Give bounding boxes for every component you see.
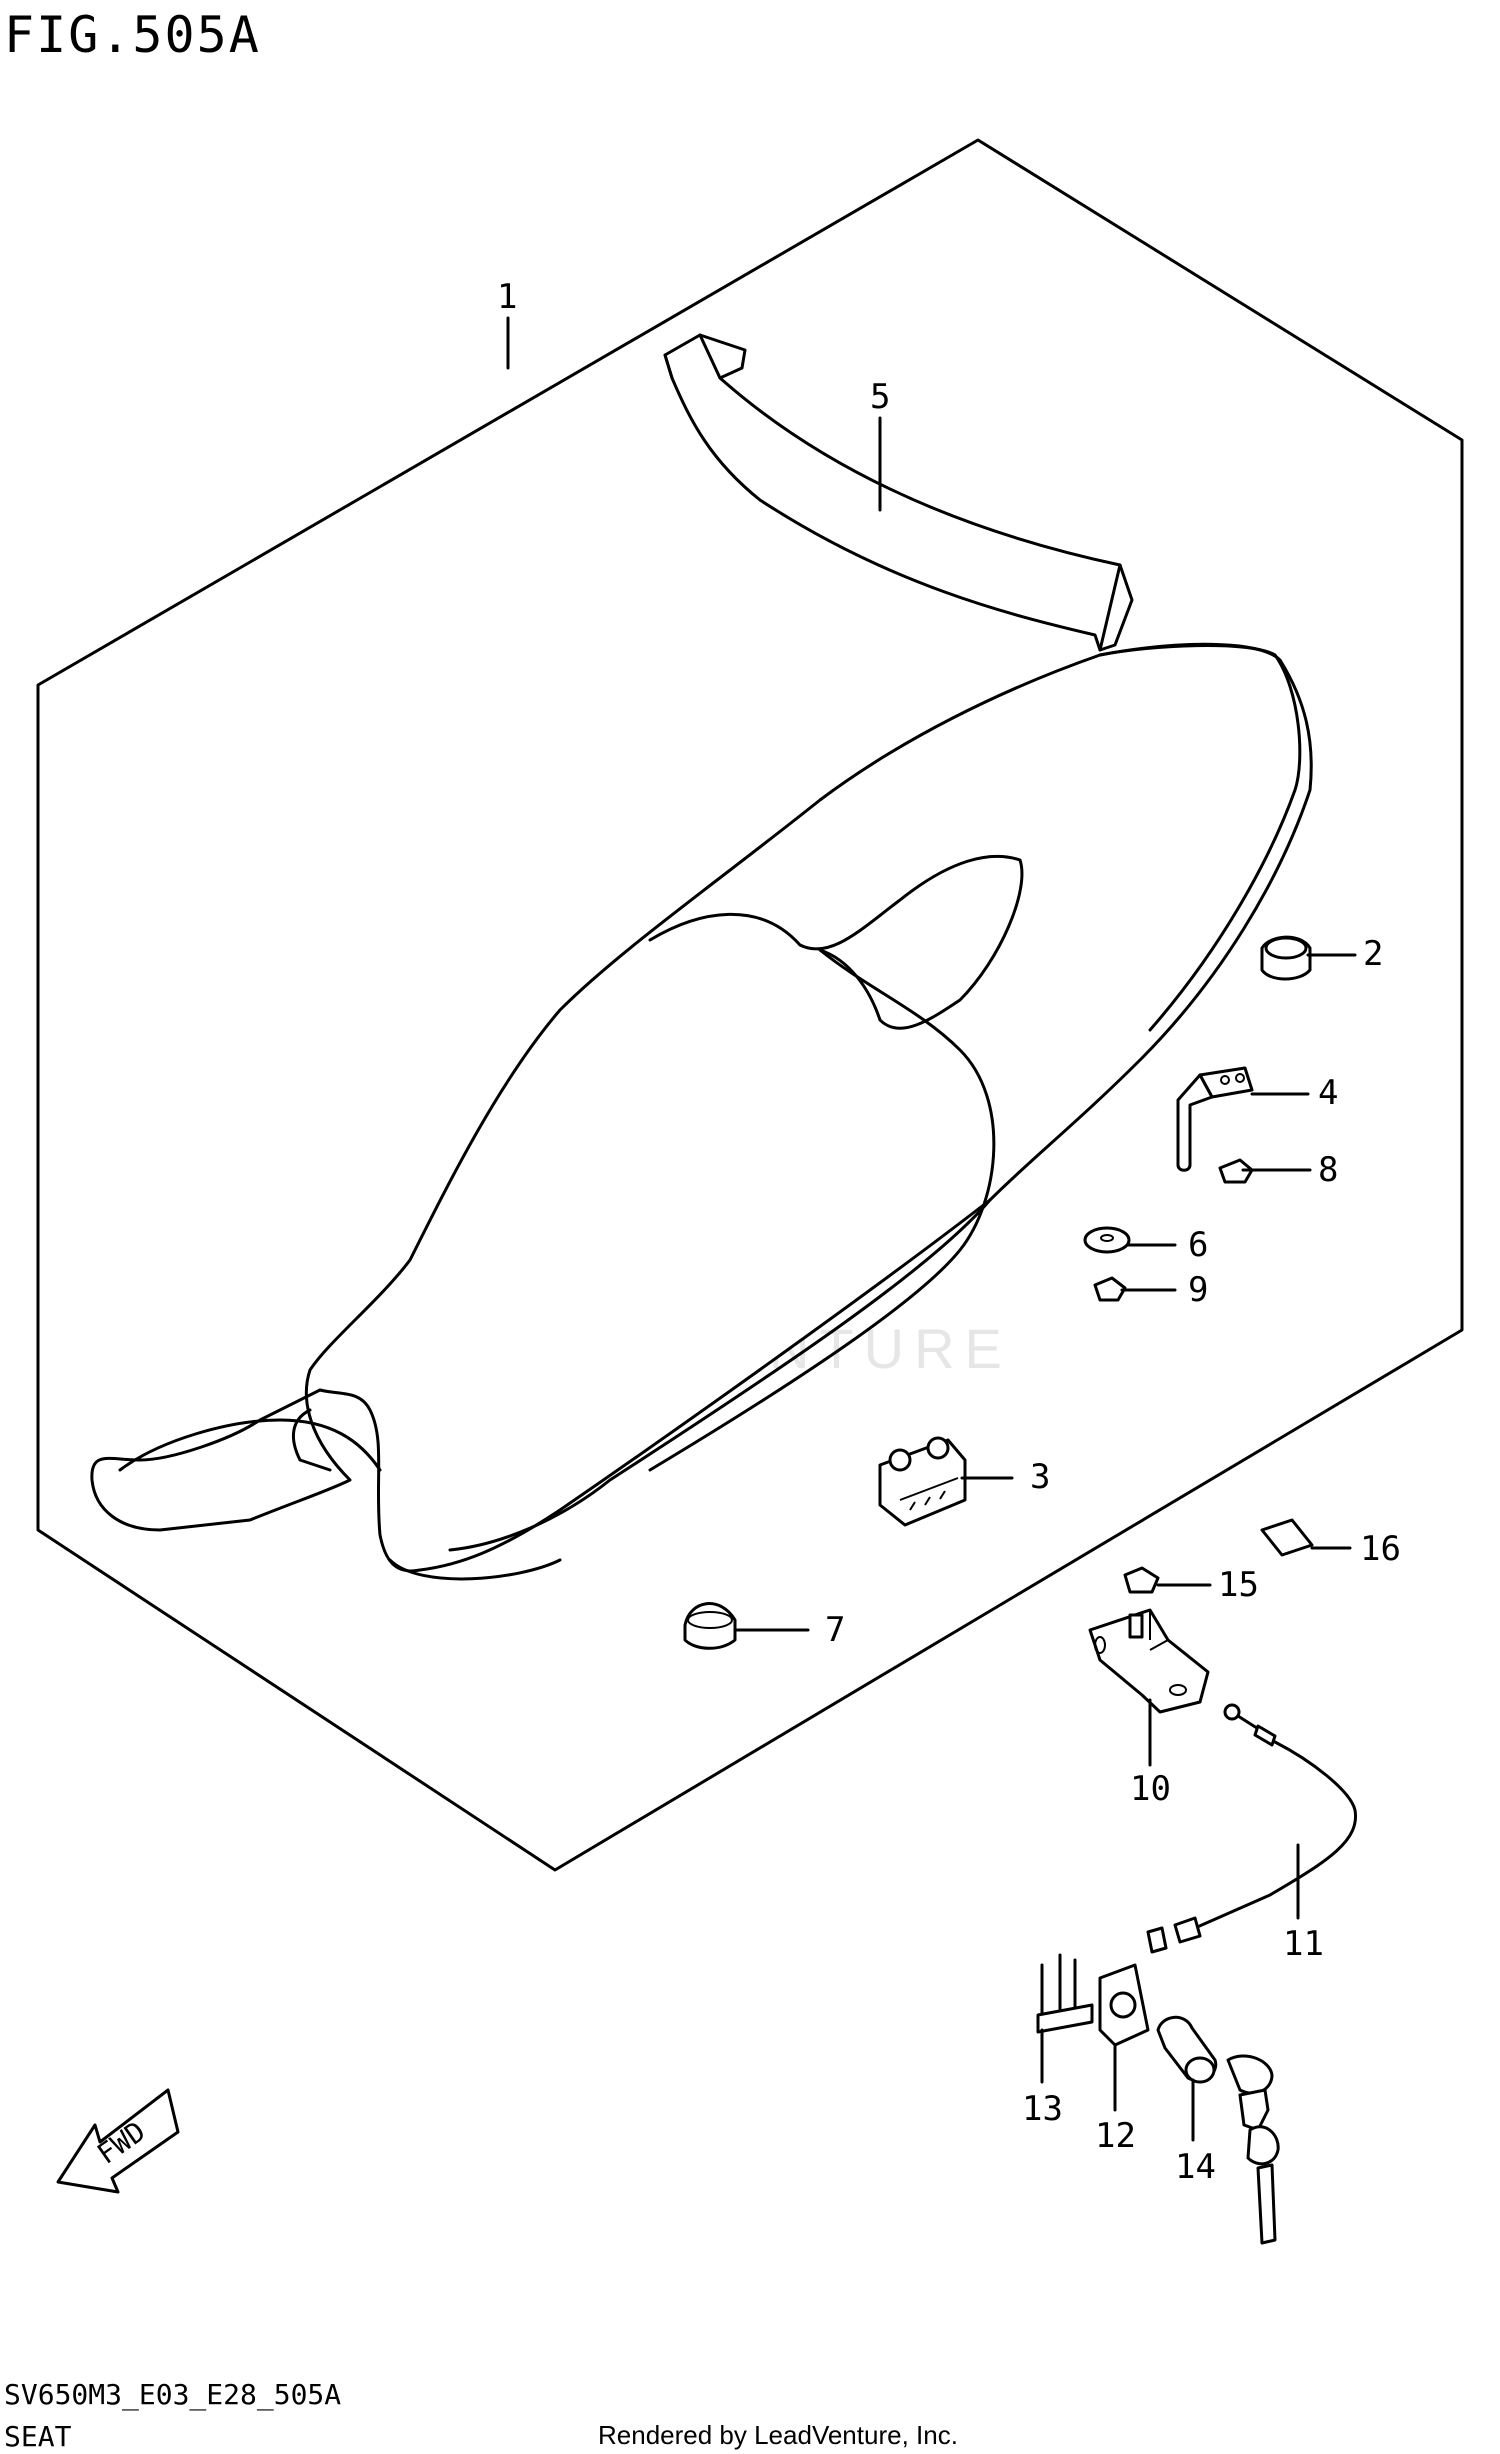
bracket-part [1176, 1066, 1254, 1172]
callout-2: 2 [1363, 934, 1383, 974]
seat-part [90, 642, 1313, 1581]
callout-9: 9 [1188, 1270, 1208, 1310]
callout-16: 16 [1360, 1529, 1401, 1569]
callout-14: 14 [1175, 2147, 1216, 2187]
label-16-part [1260, 1518, 1314, 1557]
cushion-7-part [683, 1602, 737, 1650]
callout-4: 4 [1318, 1073, 1338, 1113]
seat-strap-part [663, 333, 1134, 652]
callout-15: 15 [1218, 1565, 1259, 1605]
nut-8-part [1218, 1158, 1254, 1184]
assembly-frame-outline [36, 138, 1464, 1872]
callout-6: 6 [1188, 1225, 1208, 1265]
clip-13-part [1036, 1953, 1094, 2034]
callout-12: 12 [1095, 2116, 1136, 2156]
callout-13: 13 [1022, 2089, 1063, 2129]
figure-title: FIG.505A [4, 6, 261, 64]
leader-lines [506, 316, 1357, 2142]
key-lock-part [1156, 2015, 1280, 2245]
cushion-block-part [878, 1436, 967, 1527]
callout-3: 3 [1030, 1457, 1050, 1497]
nut-9-part [1093, 1276, 1127, 1302]
callout-10: 10 [1130, 1769, 1171, 1809]
seat-latch-part [1088, 1608, 1210, 1714]
release-cable-part [1146, 1703, 1358, 1954]
callout-1: 1 [497, 277, 517, 317]
callout-11: 11 [1283, 1924, 1324, 1964]
callout-8: 8 [1318, 1150, 1338, 1190]
callout-5: 5 [870, 377, 890, 417]
figure-caption: SEAT [4, 2420, 72, 2453]
seat-cushion-knob-part [1260, 935, 1312, 981]
washer-6-part [1083, 1226, 1131, 1254]
callout-labels: 1 2 3 4 5 6 7 8 9 10 11 12 13 14 15 16 [497, 277, 1401, 2187]
nut-15-part [1123, 1566, 1160, 1594]
figure-code: SV650M3_E03_E28_505A [4, 2378, 341, 2412]
render-credit: Rendered by LeadVenture, Inc. [598, 2420, 958, 2450]
forward-direction-arrow-icon: FWD [56, 2088, 180, 2194]
callout-7: 7 [825, 1610, 845, 1650]
plate-12-part [1098, 1963, 1150, 2047]
